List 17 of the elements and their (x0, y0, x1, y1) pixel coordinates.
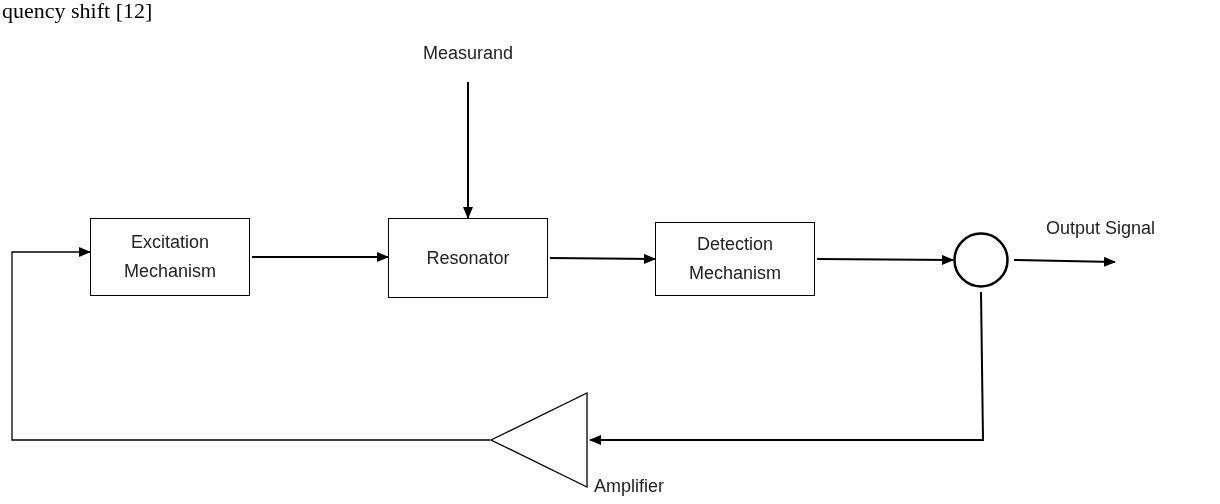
process-box (388, 218, 548, 298)
box-label: Excitation Mechanism (123, 231, 217, 283)
process-box (90, 218, 250, 296)
feedback-line (11, 247, 491, 441)
arrow (816, 254, 954, 265)
block-caption: Amplifier (594, 476, 664, 497)
box-label: Resonator (426, 246, 510, 270)
input-label: Measurand (422, 41, 514, 65)
box-label: Detection Mechanism (688, 233, 782, 285)
input-arrow (463, 81, 473, 219)
output-label: Output Signal (1046, 218, 1156, 239)
caption-text: quency shift [12] (2, 0, 153, 24)
feedback-line (589, 291, 984, 445)
arrow (251, 252, 389, 262)
arrow (549, 253, 656, 264)
output-arrow (1013, 256, 1116, 267)
process-box (655, 222, 815, 296)
